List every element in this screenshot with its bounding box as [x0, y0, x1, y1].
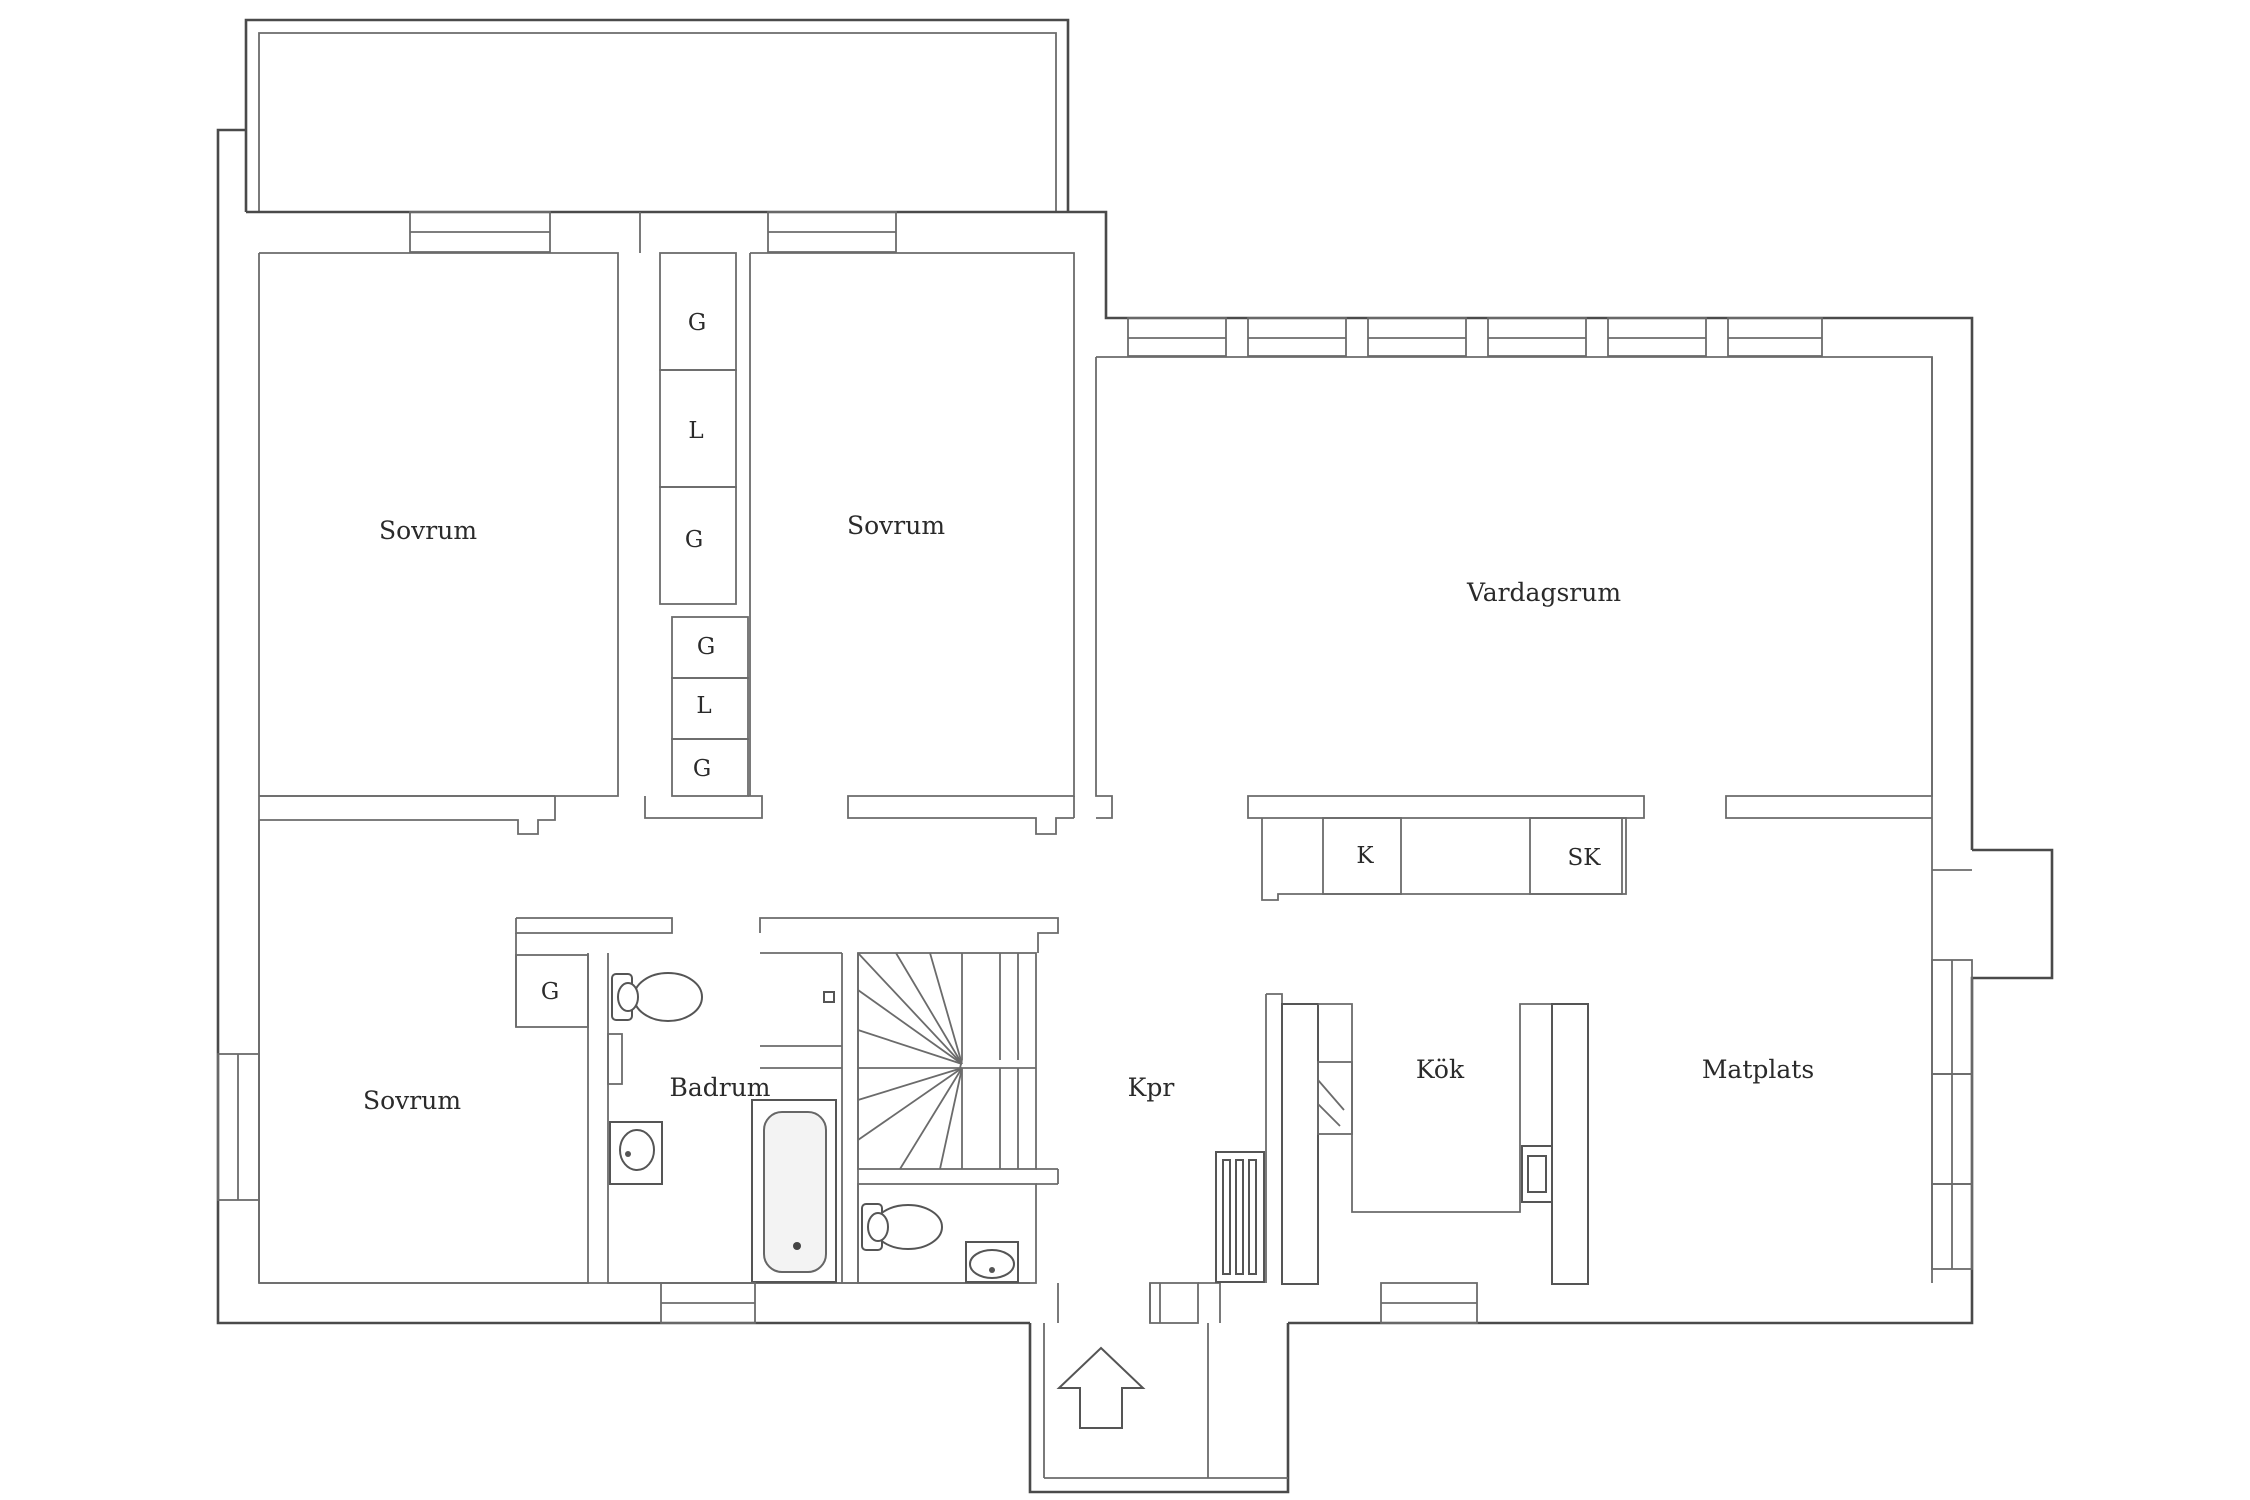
room-label-sovrum-top-middle: Sovrum: [847, 511, 945, 540]
windows-top: [409, 211, 897, 253]
bedroom-top-left: [259, 252, 619, 835]
room-label-sovrum-top-left: Sovrum: [379, 516, 477, 545]
bedroom-bottom-left: [258, 820, 673, 1284]
room-label-kok: Kök: [1416, 1055, 1465, 1084]
balcony: [244, 18, 1070, 212]
toilet-icon: [861, 1203, 943, 1251]
staircase: [857, 952, 1058, 1170]
fridge-label: K: [1356, 843, 1374, 869]
bedroom-top-middle: [749, 252, 1075, 835]
entrance-porch: [1028, 1282, 1290, 1494]
window-left: [217, 1053, 260, 1201]
wardrobe-label: G: [541, 979, 559, 1005]
entrance-arrow-icon: [1056, 1346, 1146, 1429]
fridge-block: [1261, 817, 1627, 901]
closet-column: [644, 252, 763, 819]
wardrobe-label: G: [697, 634, 715, 660]
room-label-matplats: Matplats: [1702, 1055, 1814, 1084]
bathtub-icon: [751, 1099, 837, 1283]
living-room: [1095, 356, 1933, 819]
wc: [857, 1169, 1059, 1284]
toilet-icon: [611, 972, 703, 1022]
windows-bottom: [660, 1282, 1478, 1324]
outer-walls: [216, 128, 1974, 1325]
room-label-badrum: Badrum: [669, 1073, 770, 1102]
wardrobe-label: L: [696, 693, 711, 719]
bay-window-right: [1931, 848, 2054, 1270]
freezer-label: SK: [1568, 845, 1602, 871]
room-label-vardagsrum: Vardagsrum: [1466, 578, 1621, 607]
room-label-kpr: Kpr: [1128, 1073, 1175, 1102]
hall-radiator-icon: [1215, 1151, 1265, 1283]
kitchen: [1265, 993, 1589, 1285]
sink-icon: [1521, 1145, 1553, 1203]
wardrobe-label: G: [688, 310, 706, 336]
wardrobe-label: L: [688, 418, 703, 444]
windows-living: [1127, 317, 1823, 357]
wardrobe-label: G: [693, 756, 711, 782]
sink-icon: [965, 1241, 1019, 1283]
room-label-sovrum-bottom-left: Sovrum: [363, 1086, 461, 1115]
wardrobe-label: G: [685, 527, 703, 553]
